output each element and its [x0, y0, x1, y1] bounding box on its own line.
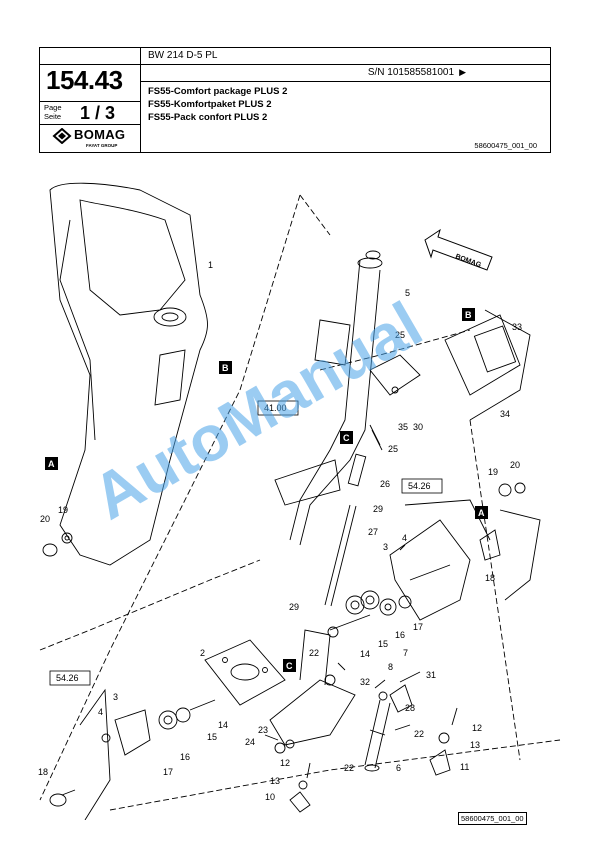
part-label: 19 — [488, 467, 498, 477]
part-label: 10 — [265, 792, 275, 802]
header-divider — [140, 81, 550, 82]
page-label-de: Seite — [44, 112, 62, 121]
part-label: 32 — [360, 677, 370, 687]
part-label: 22 — [414, 729, 424, 739]
part-label: 12 — [280, 758, 290, 768]
part-label: 6 — [396, 763, 401, 773]
part-label: 28 — [405, 703, 415, 713]
reference-boxes: 41.00 54.26 54.26 — [49, 400, 443, 686]
part-label: 25 — [395, 330, 405, 340]
part-label: 19 — [58, 505, 68, 515]
header-divider — [140, 48, 141, 152]
part-label: 24 — [245, 737, 255, 747]
part-label: 11 — [460, 762, 469, 772]
part-label: 18 — [485, 573, 495, 583]
part-label: 22 — [309, 648, 319, 658]
drawing-lines — [39, 182, 561, 820]
page-count: 1 / 3 — [80, 103, 116, 123]
brand-name: BOMAG — [74, 127, 126, 142]
part-label: 23 — [258, 725, 268, 735]
part-label: 8 — [388, 662, 393, 672]
view-letter: A — [478, 508, 485, 518]
part-label: 20 — [510, 460, 520, 470]
bomag-logo-icon — [52, 128, 72, 144]
page-titles: FS55-Comfort package PLUS 2 FS55-Komfort… — [148, 85, 287, 124]
part-label: 20 — [40, 514, 50, 524]
serial-arrow-icon: ▶ — [459, 67, 466, 77]
ref-box: 41.00 — [264, 403, 287, 413]
part-label: 4 — [98, 707, 103, 717]
view-letter: B — [465, 310, 472, 320]
header-block: BW 214 D-5 PL S/N 101585581001 ▶ 154.43 … — [39, 47, 551, 153]
doc-reference: 58600475_001_00 — [474, 141, 537, 150]
part-label: 12 — [472, 723, 482, 733]
part-label: 14 — [218, 720, 228, 730]
part-label: 16 — [180, 752, 190, 762]
part-label: 33 — [512, 322, 522, 332]
part-label: 15 — [207, 732, 217, 742]
part-label: 17 — [413, 622, 423, 632]
serial-number: S/N 101585581001 — [367, 67, 454, 78]
part-label: 4 — [402, 533, 407, 543]
page-label: Page Seite — [44, 103, 62, 121]
part-label: 16 — [395, 630, 405, 640]
header-divider — [40, 101, 140, 102]
part-label: 34 — [500, 409, 510, 419]
part-label: 29 — [373, 504, 383, 514]
ref-box: 54.26 — [56, 673, 79, 683]
view-letter: B — [222, 363, 229, 373]
title-de: FS55-Komfortpaket PLUS 2 — [148, 99, 272, 110]
part-labels: 1 5 25 33 35 30 34 25 26 29 27 19 20 19 … — [38, 260, 522, 802]
view-letter: C — [343, 433, 350, 443]
page-label-en: Page — [44, 103, 62, 112]
title-fr: FS55-Pack confort PLUS 2 — [148, 112, 268, 123]
title-en: FS55-Comfort package PLUS 2 — [148, 86, 288, 97]
model-name: BW 214 D-5 PL — [148, 50, 218, 61]
part-label: 29 — [289, 602, 299, 612]
part-label: 3 — [113, 692, 118, 702]
part-label: 5 — [405, 288, 410, 298]
part-label: 30 — [413, 422, 423, 432]
view-letters: A B B C C A — [45, 308, 488, 672]
part-label: 14 — [360, 649, 370, 659]
part-label: 7 — [403, 648, 408, 658]
part-label: 35 — [398, 422, 408, 432]
part-label: 13 — [470, 740, 480, 750]
part-label: 31 — [426, 670, 436, 680]
part-label: 25 — [388, 444, 398, 454]
view-letter: C — [286, 661, 293, 671]
header-divider — [40, 124, 140, 125]
part-label: 15 — [378, 639, 388, 649]
view-letter: A — [48, 459, 55, 469]
part-label: 26 — [380, 479, 390, 489]
part-label: 27 — [368, 527, 378, 537]
header-divider — [40, 64, 550, 65]
part-label: 1 — [208, 260, 213, 270]
part-label: 17 — [163, 767, 173, 777]
exploded-parts-drawing: BOMAG 1 5 25 33 35 30 34 25 26 29 27 19 … — [38, 182, 561, 820]
part-label: 2 — [200, 648, 205, 658]
part-label: 13 — [270, 776, 280, 786]
bomag-logo: BOMAG FAYAT GROUP — [52, 127, 132, 151]
part-label: 18 — [38, 767, 48, 777]
brand-sub: FAYAT GROUP — [86, 143, 118, 148]
part-label: 3 — [383, 542, 388, 552]
ref-box: 54.26 — [408, 481, 431, 491]
page-number: 154.43 — [46, 65, 123, 95]
part-label: 22 — [344, 763, 354, 773]
direction-arrow-icon: BOMAG — [424, 228, 493, 271]
footer-reference: 58600475_001_00 — [458, 812, 527, 825]
